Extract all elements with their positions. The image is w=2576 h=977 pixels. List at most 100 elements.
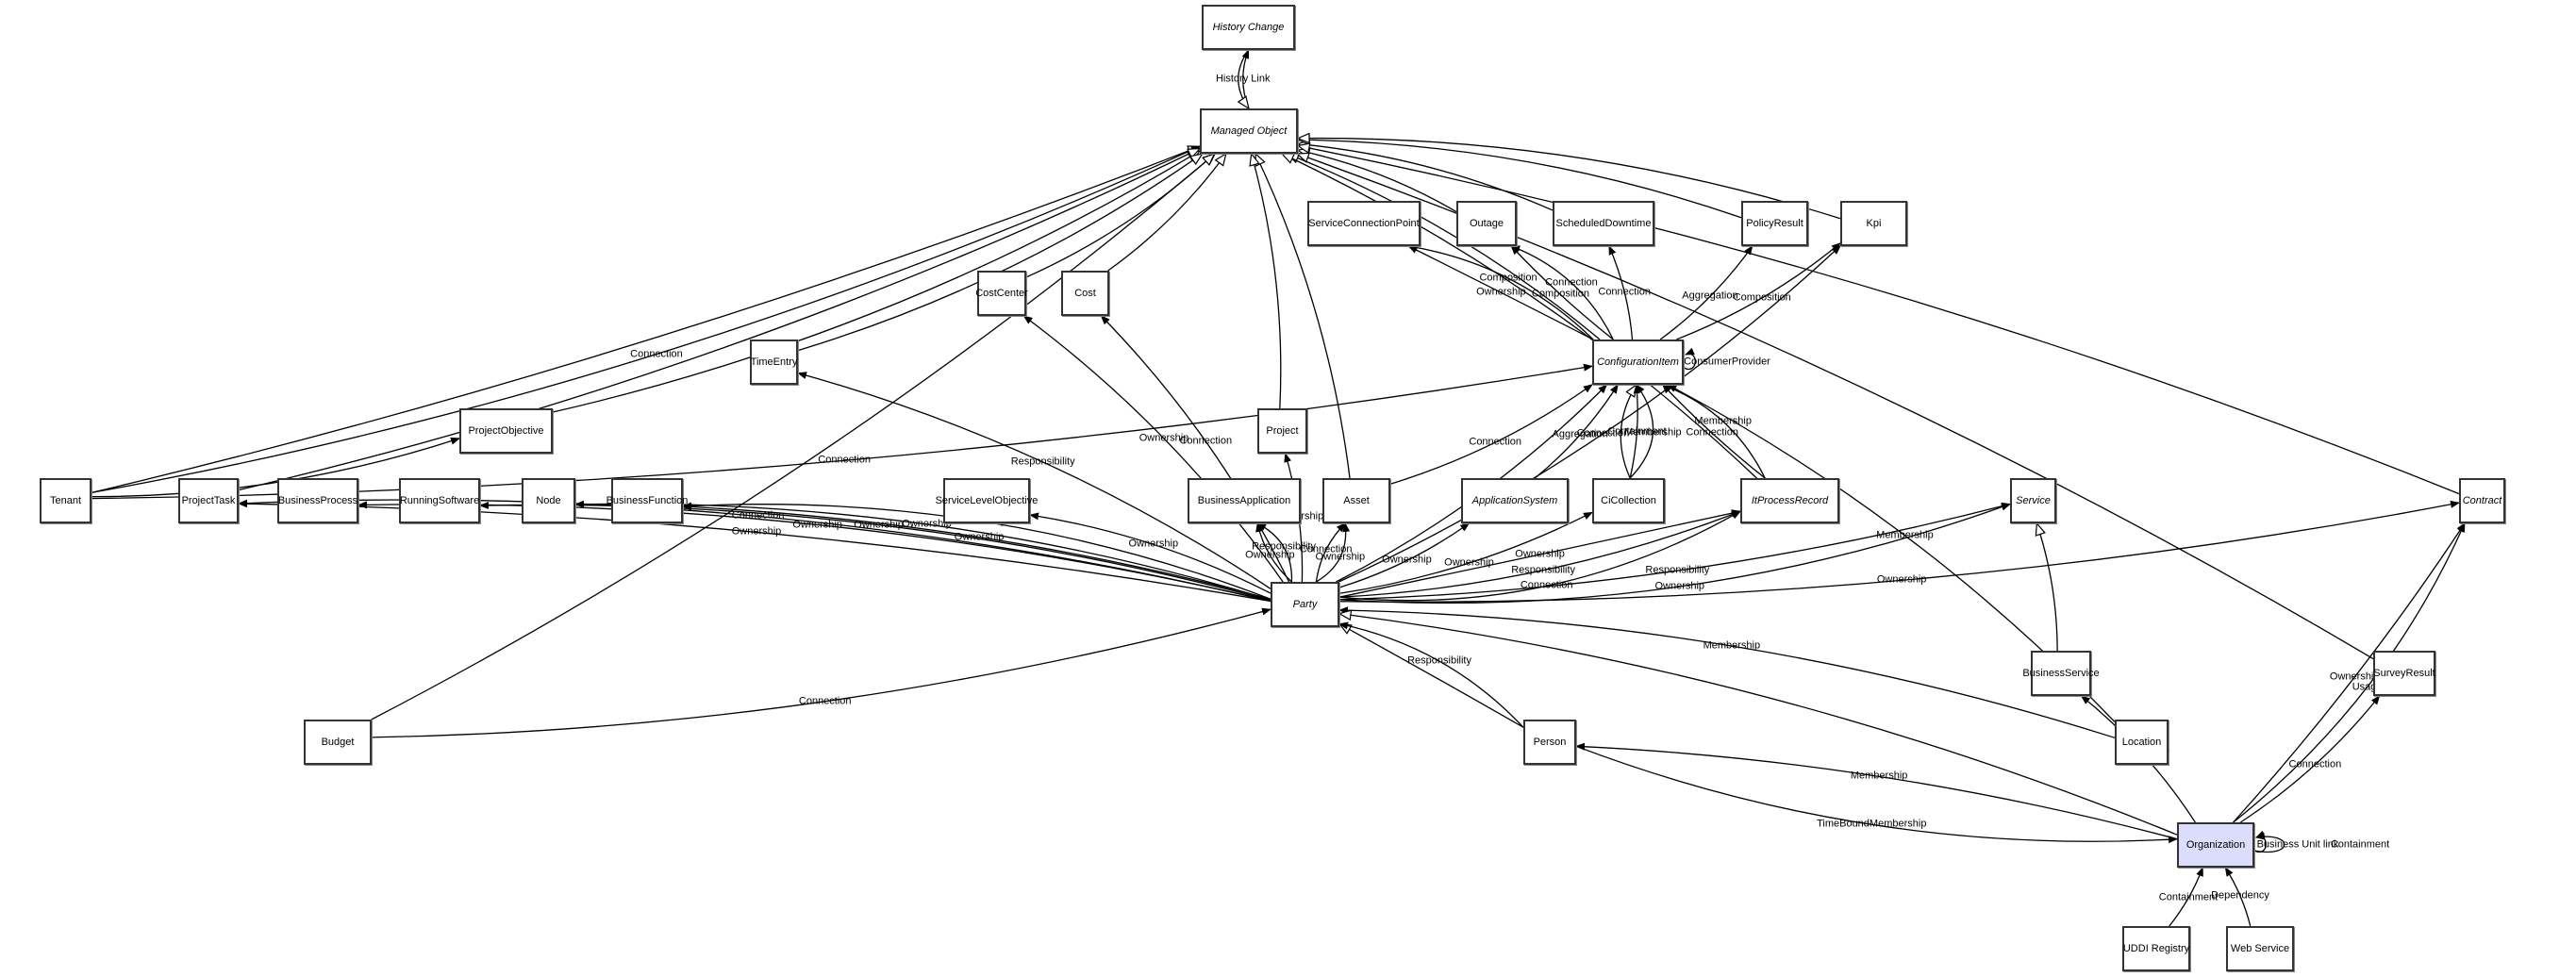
- edge-tenant-to-managed-object: [91, 145, 1201, 494]
- edge-label: Connection: [1686, 426, 1739, 439]
- node-asset[interactable]: Asset: [1322, 478, 1390, 523]
- edge-configuration-item-to-kpi: [1676, 242, 1841, 340]
- edge-label: Ownership: [902, 518, 952, 530]
- edge-group: [91, 49, 2466, 927]
- edge-person-to-party: [1338, 621, 1524, 728]
- node-outage[interactable]: Outage: [1456, 201, 1517, 246]
- node-service-connection-point[interactable]: ServiceConnectionPoint: [1307, 201, 1421, 246]
- node-label: Project: [1266, 425, 1299, 437]
- node-history-change[interactable]: History Change: [1202, 5, 1295, 50]
- node-project-task[interactable]: ProjectTask: [178, 478, 239, 523]
- node-scheduled-downtime[interactable]: ScheduledDowntime: [1553, 201, 1654, 246]
- node-application-system[interactable]: ApplicationSystem: [1461, 478, 1569, 523]
- edge-label: Ownership: [1876, 573, 1927, 586]
- node-business-process[interactable]: BusinessProcess: [277, 478, 358, 523]
- edge-label: Connection: [1469, 436, 1522, 448]
- node-label: Organization: [2185, 839, 2246, 851]
- node-label: ProjectTask: [181, 495, 236, 506]
- edge-configuration-item-to-service-connection-point: [1407, 243, 1594, 340]
- node-label: ApplicationSystem: [1471, 495, 1558, 506]
- edge-configuration-item-to-policy-result: [1659, 245, 1753, 340]
- node-label: ItProcessRecord: [1751, 495, 1829, 506]
- edge-label: Ownership: [1476, 286, 1526, 298]
- node-label: Node: [536, 495, 561, 506]
- edge-party-to-asset: [1315, 522, 1346, 583]
- edge-label: Ownership: [954, 531, 1005, 543]
- edge-policy-result-to-managed-object: [1298, 140, 1742, 219]
- node-budget[interactable]: Budget: [304, 720, 372, 765]
- edge-label: Composition: [1531, 288, 1590, 300]
- node-managed-object[interactable]: Managed Object: [1200, 108, 1298, 154]
- edge-tenant-to-managed-object: [91, 146, 1200, 494]
- edge-organization-to-contract: [2233, 522, 2466, 823]
- edge-project-task-to-managed-object: [238, 148, 1200, 491]
- node-organization[interactable]: Organization: [2177, 822, 2254, 868]
- edge-label: Membership: [1850, 770, 1908, 782]
- edge-budget-to-party: [371, 607, 1271, 738]
- node-label: Contract: [2462, 495, 2502, 506]
- node-node[interactable]: Node: [522, 478, 575, 523]
- node-location[interactable]: Location: [2115, 720, 2169, 765]
- node-label: Tenant: [49, 495, 82, 506]
- node-survey-result[interactable]: SurveyResult: [2373, 651, 2435, 696]
- node-web-service[interactable]: Web Service: [2226, 926, 2294, 971]
- node-label: RunningSoftware: [399, 495, 480, 506]
- node-business-function[interactable]: BusinessFunction: [607, 478, 688, 523]
- edge-label: Ownership: [1382, 554, 1432, 566]
- node-cost[interactable]: Cost: [1061, 271, 1109, 316]
- node-project[interactable]: Project: [1257, 408, 1307, 454]
- node-label: CostCenter: [975, 288, 1028, 299]
- node-contract[interactable]: Contract: [2459, 478, 2505, 523]
- edge-web-service-to-organization: [2224, 867, 2252, 927]
- edge-label: Composition: [1479, 272, 1537, 284]
- edge-contract-to-managed-object: [1298, 146, 2460, 495]
- edge-party-to-business-function: [682, 503, 1271, 600]
- node-label: Location: [2121, 737, 2162, 748]
- node-time-entry[interactable]: TimeEntry: [750, 339, 798, 385]
- node-configuration-item[interactable]: ConfigurationItem: [1592, 339, 1684, 385]
- node-party[interactable]: Party: [1271, 582, 1339, 627]
- edge-cost-center-to-managed-object: [1025, 154, 1214, 278]
- edge-label: Connection: [818, 454, 871, 466]
- edge-label: Ownership: [1138, 432, 1189, 444]
- edge-label: Ownership: [1128, 538, 1179, 550]
- node-running-software[interactable]: RunningSoftware: [399, 478, 480, 523]
- node-project-objective[interactable]: ProjectObjective: [459, 408, 553, 454]
- node-label: ScheduledDowntime: [1555, 218, 1652, 229]
- edge-label: TimeBoundMembership: [1817, 818, 1927, 830]
- edge-asset-to-managed-object: [1255, 154, 1351, 479]
- edge-project-objective-to-managed-object: [552, 151, 1200, 413]
- node-business-application[interactable]: BusinessApplication: [1188, 478, 1301, 523]
- edge-outage-to-managed-object: [1298, 150, 1457, 213]
- edge-label: Aggregation: [1682, 290, 1738, 302]
- node-label: Person: [1533, 737, 1567, 748]
- node-it-process-record[interactable]: ItProcessRecord: [1740, 478, 1839, 523]
- edge-person-to-party: [1339, 624, 1524, 728]
- node-kpi[interactable]: Kpi: [1840, 201, 1907, 246]
- node-policy-result[interactable]: PolicyResult: [1741, 201, 1808, 246]
- node-label: ServiceConnectionPoint: [1308, 218, 1420, 229]
- edge-label: Ownership: [2329, 671, 2380, 683]
- node-label: BusinessFunction: [606, 495, 689, 506]
- node-person[interactable]: Person: [1523, 720, 1576, 765]
- edge-label: Composition: [1733, 291, 1791, 304]
- edge-it-process-record-to-managed-object: [1282, 154, 1757, 479]
- node-uddi-registry[interactable]: UDDI Registry: [2122, 926, 2190, 971]
- node-ci-collection[interactable]: CiCollection: [1592, 478, 1665, 523]
- node-business-service[interactable]: BusinessService: [2022, 651, 2100, 696]
- edge-project-to-managed-object: [1252, 154, 1282, 409]
- node-label: BusinessProcess: [277, 495, 358, 506]
- node-service-level-objective[interactable]: ServiceLevelObjective: [936, 478, 1038, 523]
- node-tenant[interactable]: Tenant: [40, 478, 91, 523]
- edge-label: Connection: [630, 348, 683, 360]
- edge-label: Connection: [1545, 276, 1598, 289]
- node-service[interactable]: Service: [2010, 478, 2056, 523]
- edge-uddi-registry-to-organization: [2169, 867, 2203, 927]
- edge-party-to-service-level-objective: [1029, 512, 1271, 594]
- node-label: Asset: [1343, 495, 1370, 506]
- node-cost-center[interactable]: CostCenter: [975, 271, 1028, 316]
- edge-party-to-asset: [1316, 522, 1351, 583]
- edge-label: Containment: [2158, 891, 2219, 903]
- edge-label: Connection: [731, 509, 785, 522]
- edge-person-to-organization: [1575, 745, 2178, 844]
